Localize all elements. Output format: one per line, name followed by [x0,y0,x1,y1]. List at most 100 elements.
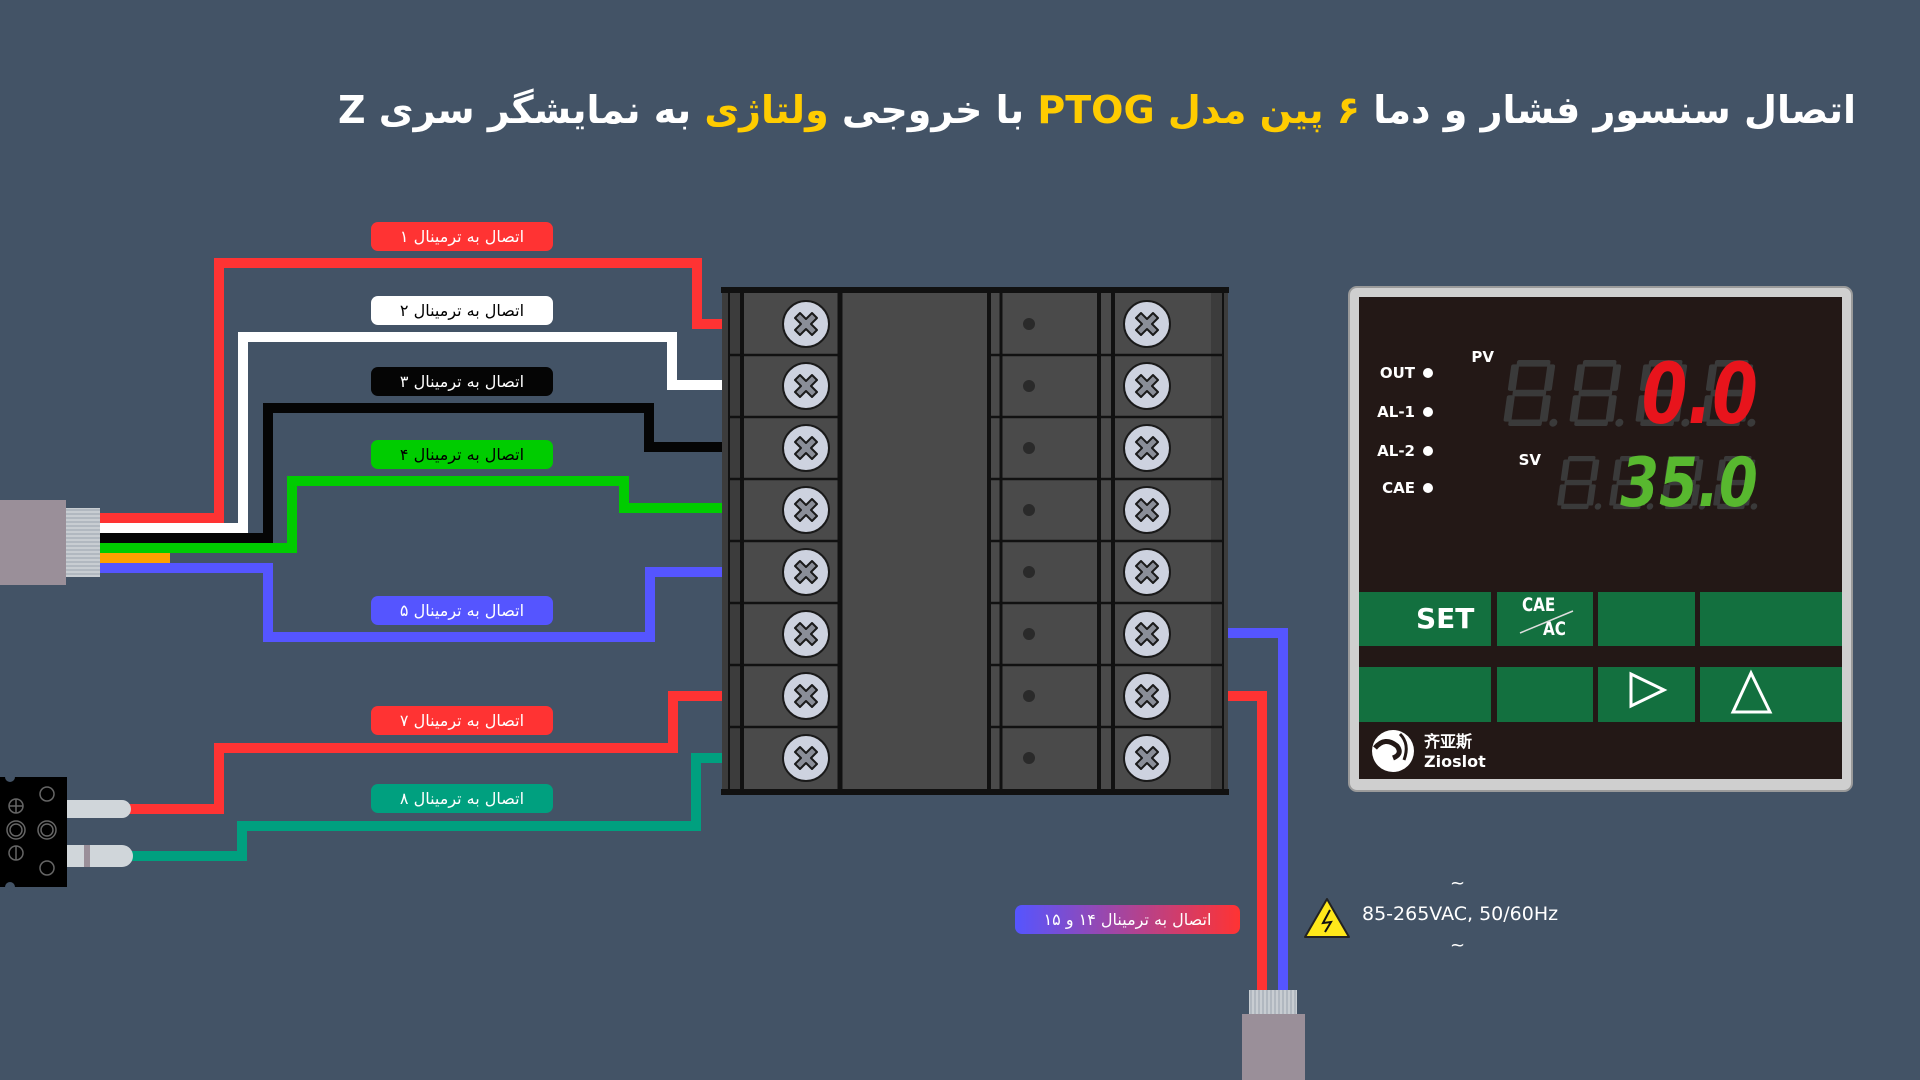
terminal-screw-5[interactable] [782,548,830,596]
terminal-screw-14[interactable] [1123,424,1171,472]
indicator-led-3 [1423,483,1433,493]
title-segment-3: ولتاژی [704,88,829,132]
decimal-point [1681,418,1690,427]
terminal-screw-2[interactable] [782,362,830,410]
wire-white-terminal-2 [100,332,785,533]
segment-f [1716,459,1726,481]
terminal-screw-8[interactable] [782,734,830,782]
segment-b [1694,459,1704,481]
set-button-label: SET [1416,602,1475,635]
blank-button-1[interactable] [1598,592,1695,646]
digit-cell [1503,360,1558,427]
digit-cell [1713,456,1758,510]
segment-g [1564,479,1593,486]
pv-label: PV [1471,348,1494,366]
terminal-screw-13[interactable] [1123,486,1171,534]
segment-b [1609,364,1622,391]
segment-b [1543,364,1556,391]
segment-f [1664,459,1674,481]
brand-name-cn: 齐亚斯 [1424,732,1473,751]
indicator-led-1 [1423,407,1433,417]
indicator-al1: AL-1 [1377,403,1415,421]
segment-d [1706,419,1741,427]
label-terminal-2: اتصال به ترمینال ۲ [371,296,553,325]
terminal-screw-15[interactable] [1123,362,1171,410]
wire-blue-terminal-5 [100,563,785,642]
segment-e [1609,484,1619,506]
segment-b [1675,364,1688,391]
terminal-screw-9[interactable] [1123,734,1171,782]
power-spec: 85-265VAC, 50/60Hz [1362,903,1559,925]
high-voltage-warning-icon [1304,898,1350,938]
segment-f [1705,364,1718,391]
label-terminal-8: اتصال به ترمینال ۸ [371,784,553,813]
cae-ac-button[interactable]: CAE AC [1497,592,1593,646]
segment-c [1742,484,1752,506]
decimal-point [1615,418,1624,427]
power-cable [1242,990,1305,1080]
terminal-screw-6[interactable] [782,610,830,658]
sensor-cable-body [0,500,66,585]
set-button[interactable]: SET [1359,592,1491,646]
decimal-point [1594,503,1602,510]
digit-cell [1635,360,1690,427]
segment-d [1561,503,1589,510]
segment-e [1503,395,1515,422]
terminal-hole [1023,318,1035,330]
screw-cross-icon [1135,560,1159,584]
segment-g [1616,479,1645,486]
decimal-point [1549,418,1558,427]
segment-g [1644,389,1679,397]
terminal-hole [1023,628,1035,640]
title-segment-0: اتصال سنسور فشار و دما [1360,88,1856,132]
segment-d [1640,419,1675,427]
terminal-hole [1023,752,1035,764]
terminal-screw-4[interactable] [782,486,830,534]
screw-cross-icon [1135,498,1159,522]
indicator-cae: CAE [1382,479,1415,497]
screw-cross-icon [794,498,818,522]
sv-value: 35.0 [1620,444,1758,523]
digit-cell [1701,360,1756,427]
terminal-screw-12[interactable] [1123,548,1171,596]
pv-value: 0.0 [1641,345,1758,443]
segment-a [1648,360,1683,367]
segment-b [1642,459,1652,481]
terminal-screw-7[interactable] [782,672,830,720]
blank-button-4[interactable] [1497,667,1593,722]
segment-e [1569,395,1581,422]
segment-a [1723,456,1752,462]
wire-black-terminal-3 [100,403,785,543]
terminal-screw-1[interactable] [782,300,830,348]
terminal-screw-3[interactable] [782,424,830,472]
segment-e [1661,484,1671,506]
segment-c [1605,395,1617,422]
digit-cell [1609,456,1654,510]
terminal-screw-16[interactable] [1123,300,1171,348]
blank-button-2[interactable] [1700,592,1842,646]
terminal-hole [1023,442,1035,454]
segment-g [1578,389,1613,397]
screw-cross-icon [1135,684,1159,708]
indicator-led-2 [1423,446,1433,456]
up-button[interactable] [1700,667,1842,722]
segment-d [1508,419,1543,427]
segment-f [1612,459,1622,481]
decimal-point [1646,503,1654,510]
wire-green-terminal-4 [100,476,785,553]
sv-label: SV [1518,451,1541,469]
segment-c [1671,395,1683,422]
terminal-screw-11[interactable] [1123,610,1171,658]
blank-button-3[interactable] [1359,667,1491,722]
terminal-screw-10[interactable] [1123,672,1171,720]
indicator-led-0 [1423,368,1433,378]
decimal-point [1750,503,1758,510]
screw-cross-icon [1135,622,1159,646]
indicator-al2: AL-2 [1377,442,1415,460]
shift-button[interactable] [1598,667,1695,722]
segment-f [1573,364,1586,391]
segment-c [1690,484,1700,506]
segment-f [1639,364,1652,391]
segment-b [1590,459,1600,481]
